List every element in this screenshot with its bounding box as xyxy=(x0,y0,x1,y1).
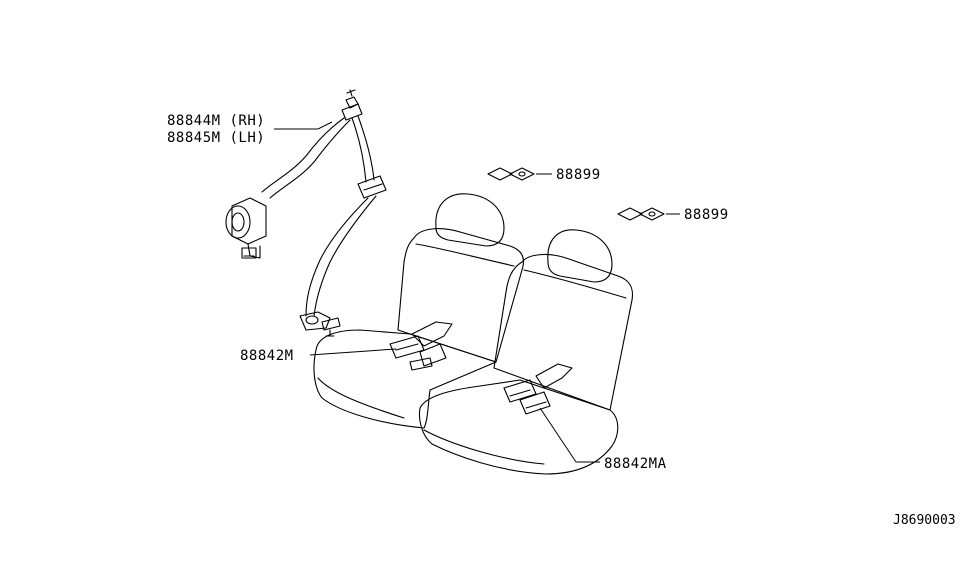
label-clip-upper: 88899 xyxy=(556,167,601,183)
label-buckle-right: 88842MA xyxy=(604,456,667,472)
label-belt-rh: 88844M (RH) xyxy=(167,113,265,129)
label-belt-lh: 88845M (LH) xyxy=(167,130,265,146)
leader-lines xyxy=(274,121,680,463)
label-clip-lower: 88899 xyxy=(684,207,729,223)
diagram-reference-code: J8690003 xyxy=(893,513,956,528)
clip-upper xyxy=(487,167,535,181)
rear-seat xyxy=(313,193,634,475)
seat-belt-retractor-assembly xyxy=(225,89,387,337)
label-buckle-left: 88842M xyxy=(240,348,294,364)
clip-lower xyxy=(617,207,665,221)
